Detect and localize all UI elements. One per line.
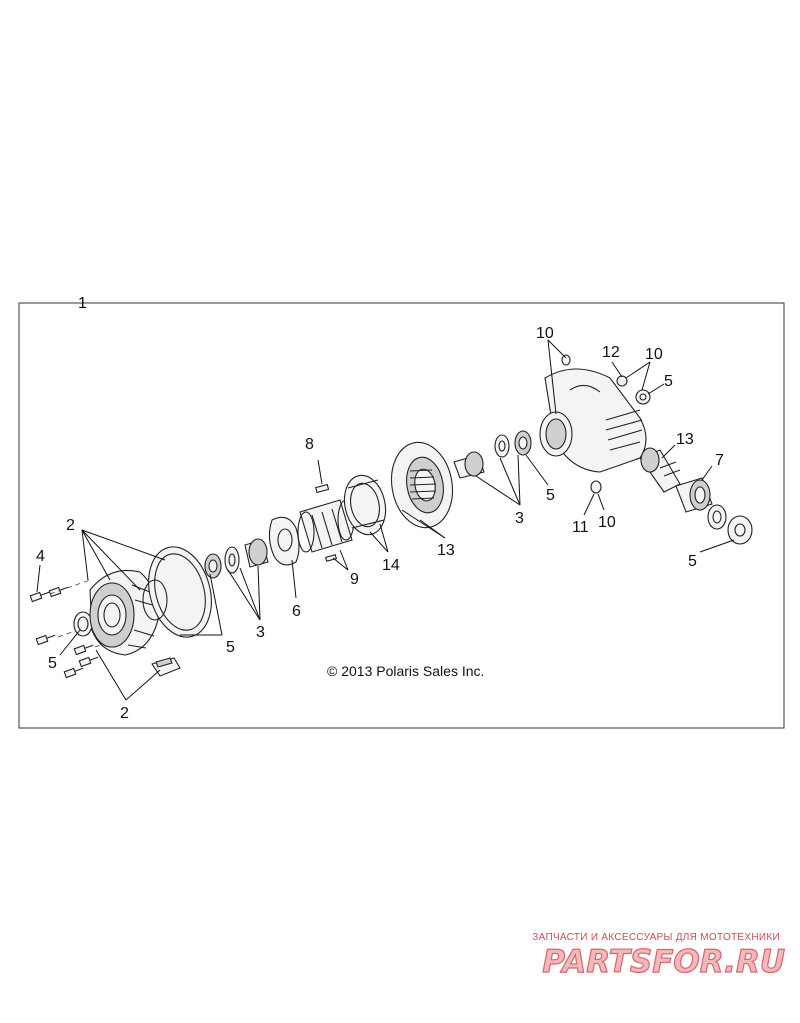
callout-2-top: 2 (66, 517, 75, 534)
callout-3-left: 3 (256, 624, 265, 641)
copyright-text: © 2013 Polaris Sales Inc. (327, 663, 484, 679)
pinion-bearing (675, 477, 713, 513)
seal-right-outer (727, 515, 753, 545)
cover-gasket (142, 546, 212, 638)
bearing-right (514, 430, 532, 456)
shim-right (494, 434, 510, 458)
bearing-left (204, 553, 222, 579)
shim-left (224, 546, 240, 574)
hub-left (244, 538, 269, 568)
watermark: ЗАПЧАСТИ И АКСЕССУАРЫ ДЛЯ МОТОТЕХНИКИ PA… (532, 932, 785, 981)
callout-10-bottom: 10 (598, 514, 616, 531)
assembly-frame (18, 302, 785, 729)
cover-housing (89, 569, 159, 656)
callout-13-ring: 13 (437, 542, 455, 559)
callout-13-pinion: 13 (676, 431, 694, 448)
callout-4: 4 (36, 548, 45, 565)
armature-plate (268, 516, 300, 566)
callout-14: 14 (382, 557, 400, 574)
callout-10-top: 10 (536, 325, 554, 342)
callout-5-left: 5 (48, 655, 57, 672)
ring-gear (390, 441, 454, 529)
seal-left (73, 611, 93, 637)
callout-5-mid: 5 (226, 639, 235, 656)
seal-right-inner (707, 504, 727, 530)
callout-12: 12 (602, 344, 620, 361)
callout-7: 7 (715, 452, 724, 469)
callout-5-lower-right: 5 (688, 553, 697, 570)
small-roller (324, 554, 338, 562)
callout-labels: 1 2 2 4 5 5 3 6 8 9 14 13 3 5 10 12 10 5… (36, 295, 724, 722)
gear-case (539, 354, 651, 494)
callout-3-right: 3 (515, 510, 524, 527)
callout-2-bottom: 2 (120, 705, 129, 722)
callout-11: 11 (572, 519, 589, 536)
callout-9: 9 (350, 571, 359, 588)
callout-5-upper-right: 5 (664, 373, 673, 390)
pin (315, 483, 330, 494)
callout-10-right: 10 (645, 346, 663, 363)
watermark-brand: PARTSFOR.RU (542, 944, 785, 980)
bolt-group (29, 586, 99, 679)
parts-illustration (29, 354, 753, 679)
leader-lines (36, 339, 735, 701)
hub-right (453, 451, 485, 479)
callout-5-center: 5 (546, 487, 555, 504)
clutch-ring (343, 474, 387, 536)
callout-6: 6 (292, 603, 301, 620)
callout-8: 8 (305, 436, 314, 453)
callout-1: 1 (78, 295, 87, 312)
watermark-tagline: ЗАПЧАСТИ И АКСЕССУАРЫ ДЛЯ МОТОТЕХНИКИ (532, 932, 780, 943)
pinion-gear (639, 447, 681, 493)
